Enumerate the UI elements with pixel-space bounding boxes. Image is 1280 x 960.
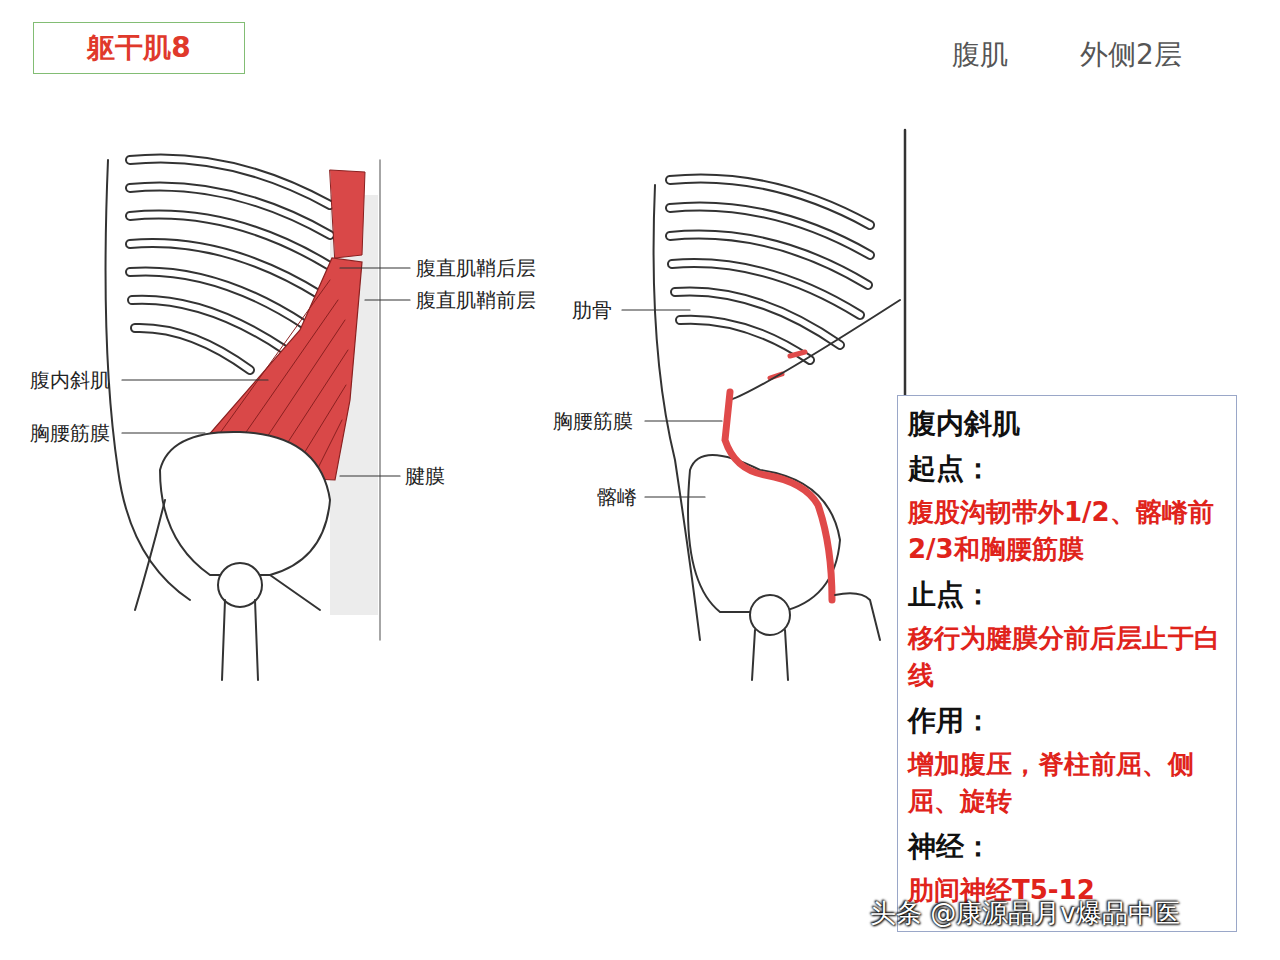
field-heading: 神经： bbox=[908, 827, 1226, 866]
right-figure bbox=[622, 130, 905, 680]
info-panel: 腹内斜肌起点： 腹股沟韧带外1/2、髂嵴前2/3和胸腰筋膜止点： 移行为腱膜分前后层… bbox=[897, 395, 1237, 932]
part-label: 腹直肌鞘后层 bbox=[416, 256, 536, 280]
part-label: 胸腰筋膜 bbox=[553, 409, 633, 433]
part-label: 胸腰筋膜 bbox=[30, 421, 110, 445]
watermark: 头条 @康源晶月v爆品中医 bbox=[870, 896, 1180, 931]
field-value: 增加腹压，脊柱前屈、侧屈、旋转 bbox=[908, 746, 1226, 819]
part-label: 腹直肌鞘前层 bbox=[416, 288, 536, 312]
field-value: 移行为腱膜分前后层止于白线 bbox=[908, 620, 1226, 693]
field-heading: 止点： bbox=[908, 575, 1226, 614]
title-text: 躯干肌8 bbox=[87, 29, 190, 67]
section-label: 腹肌 bbox=[952, 38, 1008, 72]
title-box: 躯干肌8 bbox=[33, 22, 245, 74]
field-value: 腹股沟韧带外1/2、髂嵴前2/3和胸腰筋膜 bbox=[908, 494, 1226, 567]
part-label: 肋骨 bbox=[572, 298, 612, 322]
field-heading: 起点： bbox=[908, 449, 1226, 488]
left-figure bbox=[106, 158, 410, 680]
part-label: 腹内斜肌 bbox=[30, 368, 110, 392]
part-label: 腱膜 bbox=[405, 464, 445, 488]
section-label: 外侧2层 bbox=[1080, 38, 1182, 72]
field-heading: 作用： bbox=[908, 701, 1226, 740]
field-heading: 腹内斜肌 bbox=[908, 404, 1226, 443]
part-label: 髂嵴 bbox=[597, 485, 637, 509]
